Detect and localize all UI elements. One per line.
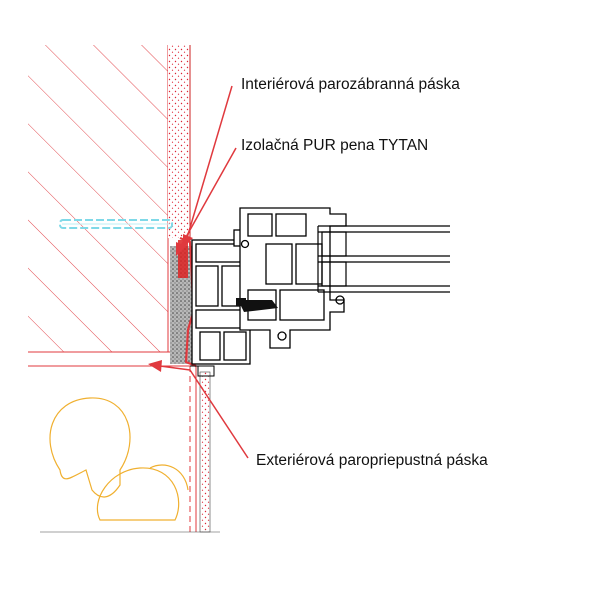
pointer-pur-foam [176,147,237,256]
label-exterior-tape: Exteriérová paropriepustná páska [256,452,488,469]
hardware-strip [236,298,278,312]
exterior-tape [184,315,197,368]
pointer-exterior-tape [148,360,249,459]
anchor-screw [59,219,173,229]
window-sash [239,207,347,349]
interior-plaster [168,45,191,238]
exterior-wall [28,365,220,533]
sill-line [190,365,215,377]
label-pur-foam: Izolačná PUR pena TYTAN [241,137,429,154]
label-interior-tape: Interiérová parozábranná páska [241,76,460,93]
glazing-unit [317,225,450,293]
wall-masonry [28,45,190,353]
